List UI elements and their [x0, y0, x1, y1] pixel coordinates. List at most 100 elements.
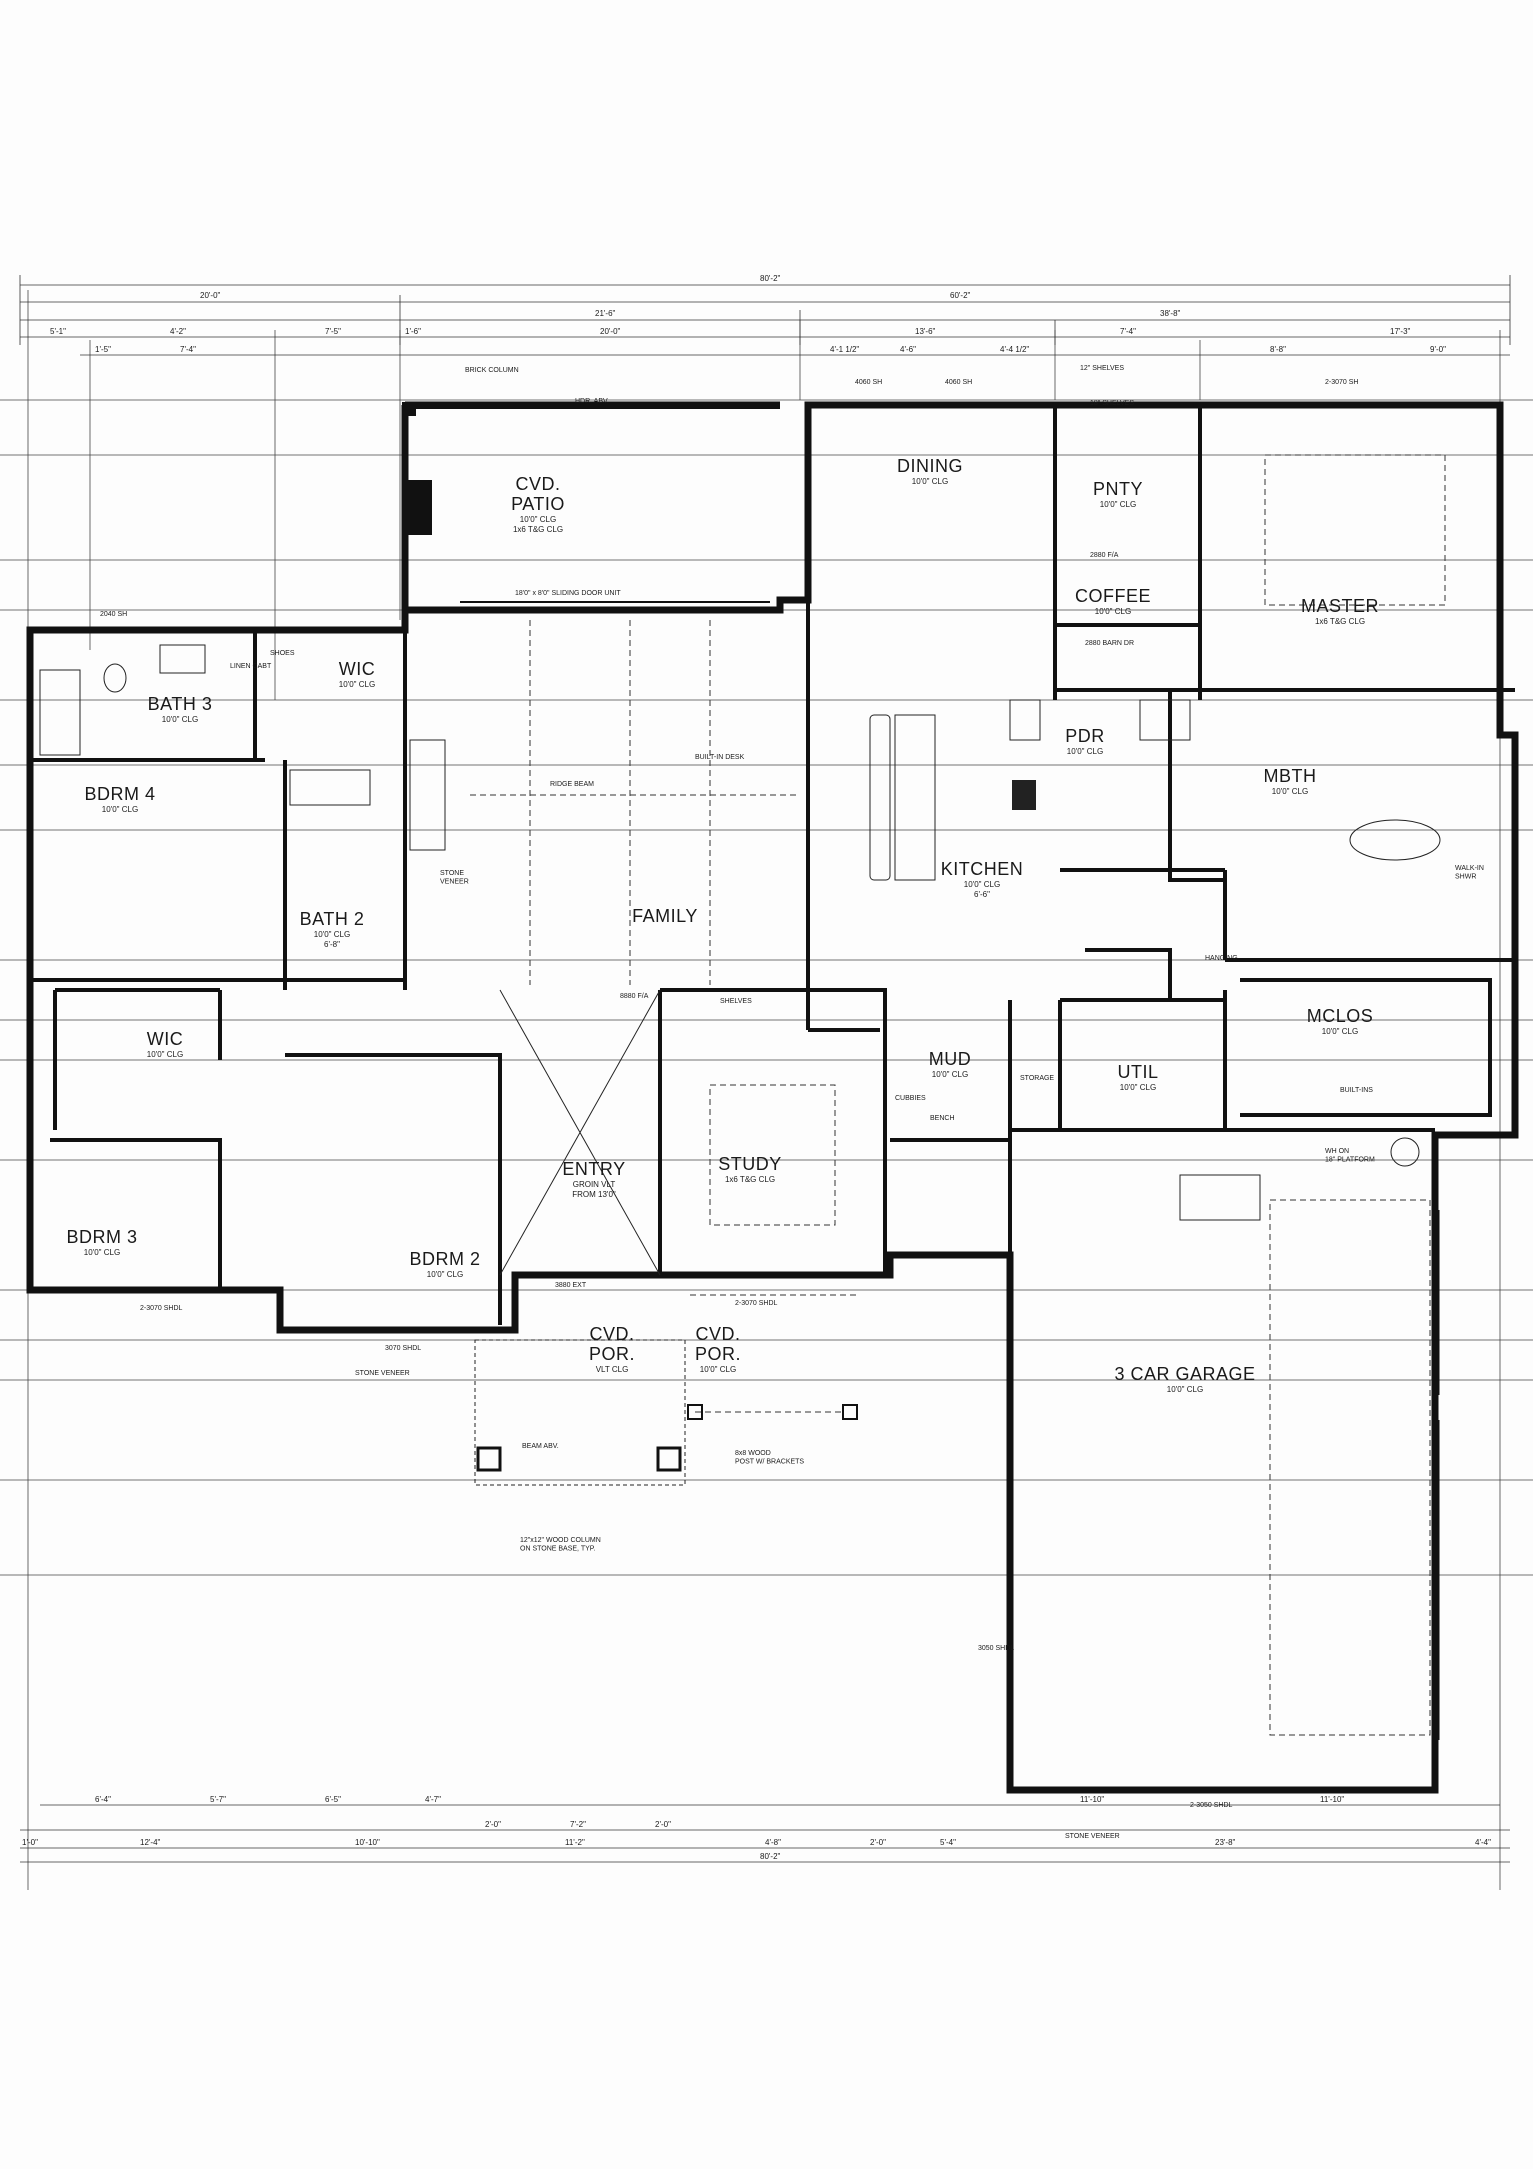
room-name-wic1: WIC: [339, 659, 376, 679]
dim-bot-11: 10'-10": [355, 1838, 380, 1847]
dim-top-11: 7'-4": [180, 345, 196, 354]
note-stone-veneer-garage: STONE VENEER: [1065, 1833, 1120, 1840]
room-sub-bdrm2-0: 10'0" CLG: [427, 1270, 463, 1279]
room-name-garage: 3 CAR GARAGE: [1114, 1364, 1255, 1384]
room-name-util: UTIL: [1117, 1062, 1158, 1082]
dim-overall-bottom: 80'-2": [760, 1852, 781, 1861]
room-name-cvd-patio: CVD.PATIO: [511, 474, 565, 514]
room-sub-kitchen-1: 6'-6": [974, 890, 990, 899]
family-beams: [470, 620, 800, 1276]
room-name-kitchen: KITCHEN: [941, 859, 1024, 879]
bottom-dimensions: 6'-4" 5'-7" 6'-5" 4'-7" 11'-10" 11'-10" …: [20, 1795, 1510, 1863]
room-sub-bdrm4-0: 10'0" CLG: [102, 805, 138, 814]
room-sub-mud-0: 10'0" CLG: [932, 1070, 968, 1079]
note-shelves: SHELVES: [720, 998, 752, 1005]
room-sub-pnty-0: 10'0" CLG: [1100, 500, 1136, 509]
note-built-in-desk: BUILT-IN DESK: [695, 754, 745, 761]
top-dimensions: 80'-2" 20'-0" 60'-2" 21'-6" 38'-8" 5'-1"…: [19, 274, 1511, 356]
room-name-mud: MUD: [929, 1049, 972, 1069]
room-sub-dining-0: 10'0" CLG: [912, 477, 948, 486]
note-built-ins: BUILT-INS: [1340, 1087, 1373, 1094]
dim-bot-14: 2'-0": [870, 1838, 886, 1847]
dim-bot-4: 11'-10": [1080, 1795, 1104, 1804]
dim-bot-2: 6'-5": [325, 1795, 341, 1804]
room-sub-bdrm3-0: 10'0" CLG: [84, 1248, 120, 1257]
room-name-study: STUDY: [718, 1154, 782, 1174]
dim-top-10: 1'-5": [95, 345, 111, 354]
room-name-bdrm2: BDRM 2: [409, 1249, 480, 1269]
door-tag-4: 2-3070 SHDL: [140, 1305, 183, 1312]
patio-porch: [402, 402, 860, 1486]
room-name-cvd-por1: CVD.POR.: [589, 1324, 635, 1364]
room-name-mclos: MCLOS: [1307, 1006, 1374, 1026]
room-name-bath2: BATH 2: [300, 909, 365, 929]
door-tag-9: 3050 SHDL: [978, 1645, 1014, 1652]
room-sub-master-0: 1x6 T&G CLG: [1315, 617, 1365, 626]
note-bench: BENCH: [930, 1115, 955, 1122]
door-tag-2: 2-3070 SH: [1325, 379, 1358, 386]
dim-bot-10: 12'-4": [140, 1838, 161, 1847]
dim-bot-15: 5'-4": [940, 1838, 956, 1847]
note-pa: 2880 F/A: [1090, 552, 1119, 559]
note-18-shelves: 18" SHELVES: [1090, 400, 1134, 407]
room-name-entry: ENTRY: [562, 1159, 625, 1179]
room-name-coffee: COFFEE: [1075, 586, 1151, 606]
dim-bot-0: 6'-4": [95, 1795, 111, 1804]
dim-bot-16: 23'-8": [1215, 1838, 1236, 1847]
dim-right-top: 60'-2": [950, 291, 971, 300]
notes: BRICK COLUMN HDR. ABV. 18'0" x 8'0" SLID…: [230, 365, 1484, 1840]
room-name-pdr: PDR: [1065, 726, 1105, 746]
door-tag-8: 2-3050 SHDL: [1190, 1802, 1233, 1809]
room-sub-entry-0: GROIN VLT: [573, 1180, 616, 1189]
room-sub-entry-1: FROM 13'0": [572, 1190, 616, 1199]
room-name-wic2: WIC: [147, 1029, 184, 1049]
room-sub-util-0: 10'0" CLG: [1120, 1083, 1156, 1092]
room-sub-cvd-por1-0: VLT CLG: [596, 1365, 629, 1374]
room-sub-cvd-patio-0: 10'0" CLG: [520, 515, 556, 524]
room-sub-coffee-0: 10'0" CLG: [1095, 607, 1131, 616]
room-name-bdrm4: BDRM 4: [84, 784, 155, 804]
door-tag-3: 2040 SH: [100, 611, 127, 618]
note-hdr-abv: HDR. ABV.: [575, 398, 609, 405]
dim-bot-8: 2'-0": [655, 1820, 671, 1829]
dim-top-3: 4'-2": [170, 327, 186, 336]
room-name-mbth: MBTH: [1264, 766, 1317, 786]
room-name-dining: DINING: [897, 456, 963, 476]
dim-bot-5: 11'-10": [1320, 1795, 1344, 1804]
note-brick-column: BRICK COLUMN: [465, 367, 519, 374]
room-name-pnty: PNTY: [1093, 479, 1143, 499]
room-sub-pdr-0: 10'0" CLG: [1067, 747, 1103, 756]
dim-bot-17: 4'-4": [1475, 1838, 1491, 1847]
door-tag-0: 4060 SH: [855, 379, 882, 386]
room-name-bath3: BATH 3: [148, 694, 213, 714]
note-linen: LINEN CABT: [230, 663, 272, 670]
door-tag-5: 3070 SHDL: [385, 1345, 421, 1352]
door-tag-1: 4060 SH: [945, 379, 972, 386]
dim-left-top: 20'-0": [200, 291, 221, 300]
dim-top-7: 13'-6": [915, 327, 936, 336]
dim-bot-12: 11'-2": [565, 1838, 585, 1847]
exterior-walls: [26, 401, 1519, 1794]
note-ridge-beam: RIDGE BEAM: [550, 781, 594, 788]
dim-bot-13: 4'-8": [765, 1838, 781, 1847]
grid-lines: [0, 290, 1533, 1890]
room-sub-mbth-0: 10'0" CLG: [1272, 787, 1308, 796]
note-shoes: SHOES: [270, 650, 295, 657]
dim-top-16: 9'-0": [1430, 345, 1446, 354]
room-sub-cvd-patio-1: 1x6 T&G CLG: [513, 525, 563, 534]
dim-top-14: 4'-4 1/2": [1000, 345, 1029, 354]
room-sub-garage-0: 10'0" CLG: [1167, 1385, 1203, 1394]
dim-top-4: 7'-5": [325, 327, 341, 336]
dim-bot-1: 5'-7": [210, 1795, 226, 1804]
door-tags: 4060 SH 4060 SH 2-3070 SH 2040 SH 2-3070…: [100, 379, 1358, 1809]
dim-top-6: 20'-0": [600, 327, 621, 336]
room-sub-bath2-0: 10'0" CLG: [314, 930, 350, 939]
dim-top-2: 5'-1": [50, 327, 66, 336]
room-name-family: FAMILY: [632, 906, 698, 926]
